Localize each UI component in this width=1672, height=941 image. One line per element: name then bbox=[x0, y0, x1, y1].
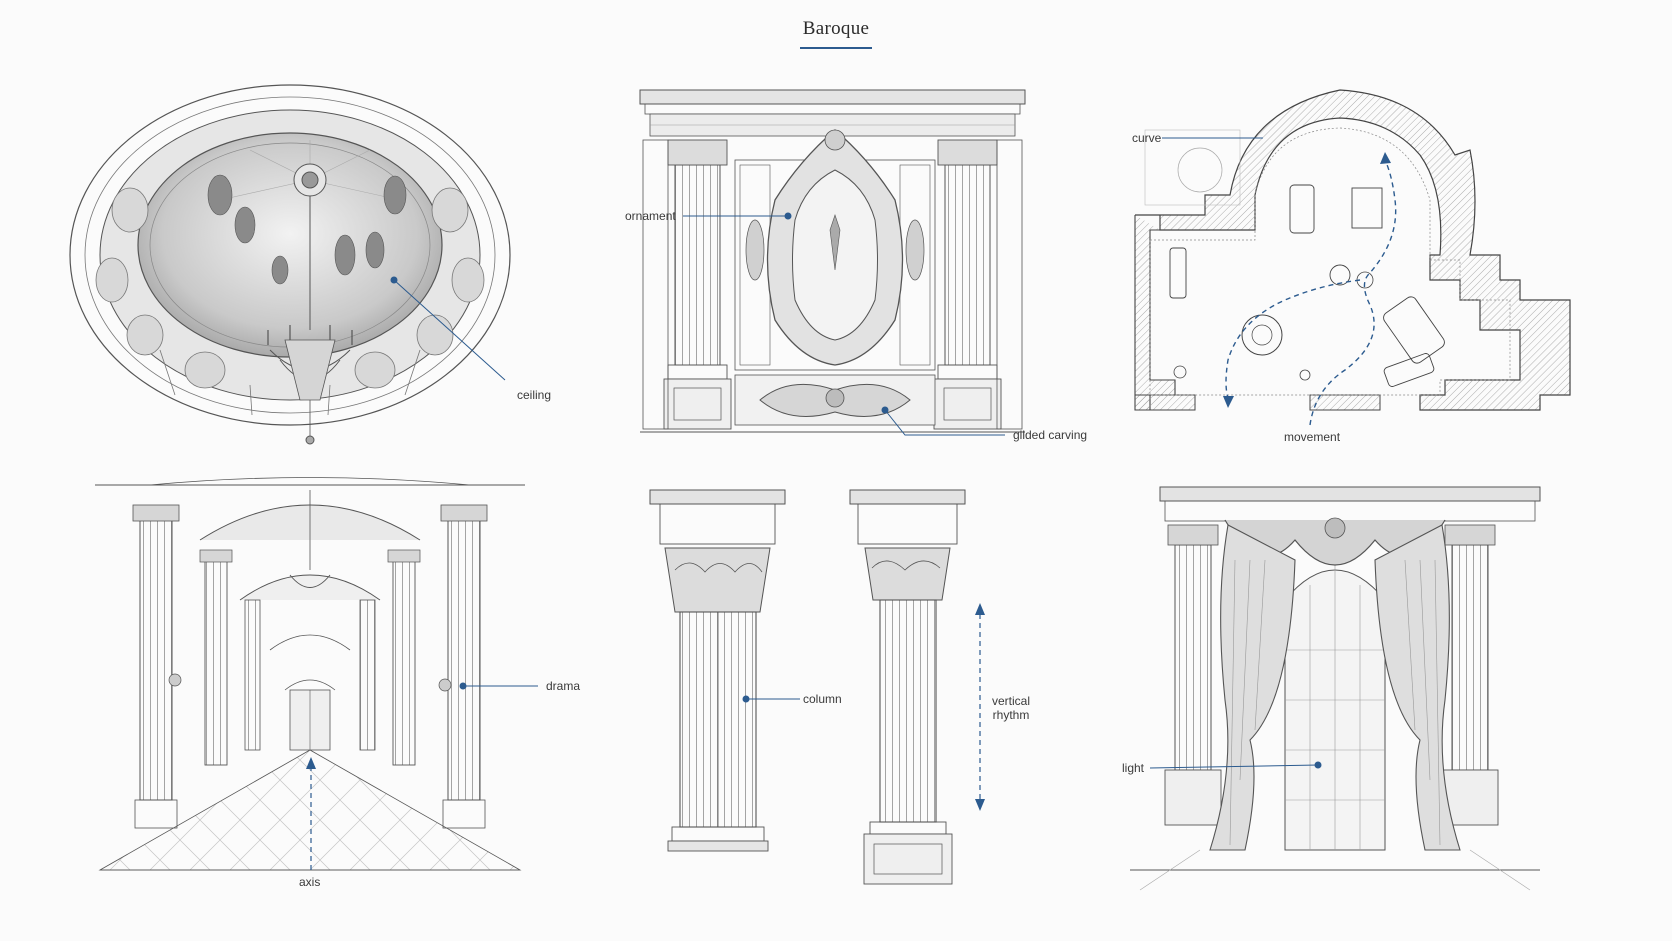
label-light: light bbox=[1122, 761, 1145, 775]
label-curve: curve bbox=[1132, 131, 1162, 145]
label-vertical-rhythm-line2: rhythm bbox=[992, 708, 1030, 722]
label-ceiling: ceiling bbox=[517, 388, 552, 402]
movement-path bbox=[1223, 152, 1397, 426]
label-axis: axis bbox=[299, 875, 321, 889]
column-pair-sketch bbox=[649, 489, 966, 885]
vertical-rhythm-arrow bbox=[975, 603, 985, 811]
wall-elevation-sketch bbox=[639, 89, 1026, 433]
ceiling-leader bbox=[390, 276, 506, 381]
label-vertical-rhythm: vertical rhythm bbox=[985, 694, 1037, 722]
floor-plan-sketch bbox=[1134, 89, 1571, 411]
light-leader bbox=[1149, 761, 1322, 769]
label-drama: drama bbox=[546, 679, 581, 693]
window-drapery-sketch bbox=[1130, 486, 1541, 891]
sheet-title: Baroque bbox=[802, 18, 870, 39]
label-column: column bbox=[803, 692, 842, 706]
column-leader bbox=[742, 695, 800, 703]
drama-leader bbox=[459, 682, 538, 690]
ornament-leader bbox=[683, 212, 792, 220]
label-vertical-rhythm-line1: vertical bbox=[991, 694, 1030, 708]
label-ornament: ornament bbox=[625, 209, 676, 223]
label-gilded-carving: gilded carving bbox=[1013, 428, 1088, 442]
label-movement: movement bbox=[1284, 430, 1341, 444]
title-underline bbox=[800, 47, 872, 49]
gilded-carving-leader bbox=[881, 406, 1005, 436]
axis-arrow bbox=[306, 757, 316, 870]
ceiling-dome-sketch bbox=[69, 84, 511, 445]
gallery-perspective-sketch bbox=[95, 477, 525, 871]
